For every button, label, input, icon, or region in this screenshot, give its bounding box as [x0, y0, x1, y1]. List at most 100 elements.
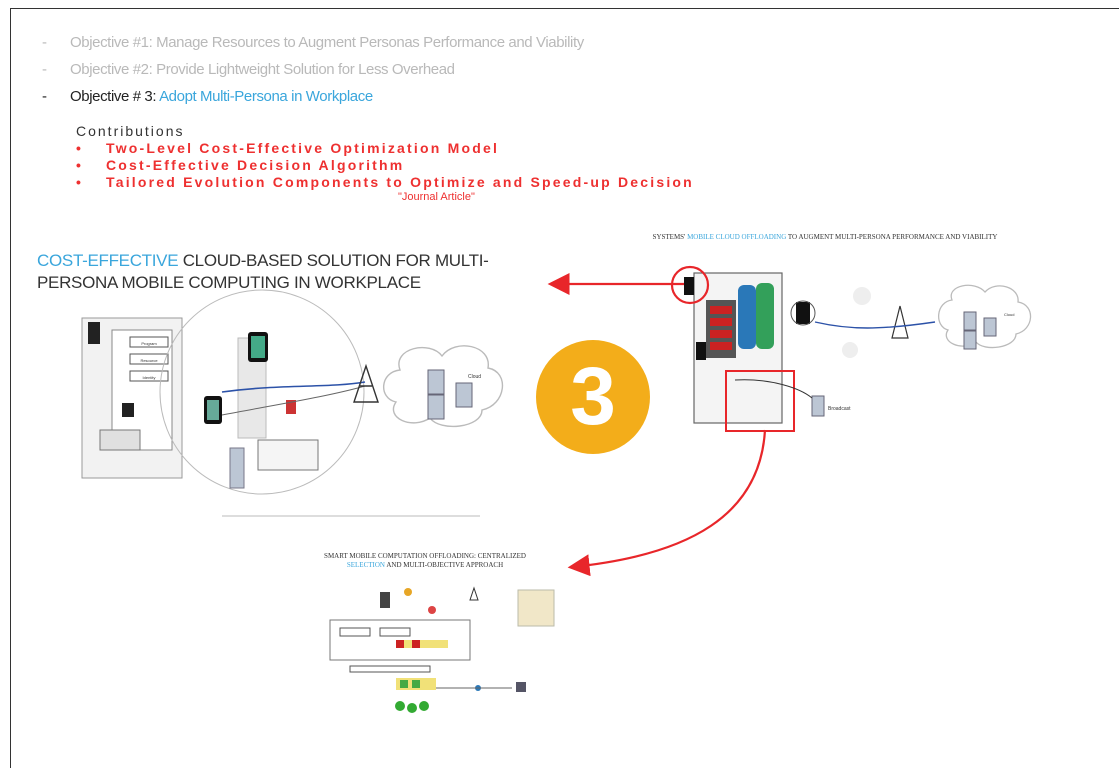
device-icon [516, 682, 526, 692]
resource-box [129, 353, 169, 365]
bottom-diagram-caption: SMART MOBILE COMPUTATION OFFLOADING: CEN… [285, 552, 565, 570]
caption-line-1: SMART MOBILE COMPUTATION OFFLOADING: CEN… [324, 552, 526, 560]
manager-box [257, 439, 319, 471]
left-diagram: Program Resource Identity Cloud [81, 289, 504, 517]
process-step [339, 627, 371, 637]
objective-2-prefix: Objective #2: [70, 61, 153, 78]
server-icon [963, 330, 977, 350]
process-step [379, 627, 411, 637]
contribution-text: Two-Level Cost-Effective Optimization Mo… [106, 140, 500, 156]
user-icon [428, 606, 436, 614]
highlight-box [725, 370, 795, 432]
contribution-text: Tailored Evolution Components to Optimiz… [106, 174, 694, 190]
app-icon [842, 342, 858, 358]
server-icon [963, 311, 977, 331]
node-icon [395, 701, 405, 711]
persona-circle [159, 289, 365, 495]
stack-item [710, 318, 732, 326]
broadcast-label: Broadcast [828, 406, 851, 412]
stack-item [710, 342, 732, 350]
program-label: Program [141, 341, 157, 346]
server-icon [811, 395, 825, 417]
bottom-diagram [329, 586, 555, 713]
node-icon [419, 701, 429, 711]
right-diagram-caption: SYSTEMS' MOBILE CLOUD OFFLOADING TO AUGM… [605, 233, 1045, 242]
persona-layer-blue [738, 285, 756, 349]
phone-ring [790, 300, 816, 326]
caption-post: AND MULTI-OBJECTIVE APPROACH [384, 561, 504, 569]
red-arrow-to-bottom-diagram [567, 429, 767, 577]
right-diagram: Broadcast Cloud [670, 265, 1032, 432]
offload-link [221, 385, 366, 416]
node-icon [407, 703, 417, 713]
os-box [99, 429, 141, 451]
phone-icon [684, 277, 694, 295]
contribution-item: •Tailored Evolution Components to Optimi… [76, 174, 694, 190]
queue-bar [396, 640, 448, 648]
identity-box [129, 370, 169, 382]
bullet-icon: - [42, 61, 47, 78]
offload-link [221, 381, 366, 393]
queue-item [412, 680, 420, 688]
persona-layer-green [756, 283, 774, 349]
objective-2-text: Provide Lightweight Solution for Less Ov… [156, 61, 455, 78]
server-icon [229, 447, 245, 489]
objective-3-prefix: Objective # 3: [70, 88, 157, 105]
device-icon [380, 592, 390, 608]
user-icon [404, 588, 412, 596]
stack-item [710, 306, 732, 314]
resource-label: Resource [140, 358, 158, 363]
objective-1-prefix: Objective #1: [70, 34, 153, 51]
server-box [517, 589, 555, 627]
bullet-icon: - [42, 88, 47, 105]
app-icon [853, 287, 871, 305]
server-icon [427, 394, 445, 420]
objective-3: - Objective # 3: Adopt Multi-Persona in W… [42, 88, 373, 105]
phone-icon [696, 342, 706, 360]
caption-post: TO AUGMENT MULTI-PERSONA PERFORMANCE AND… [786, 233, 998, 241]
antenna-icon [891, 305, 909, 339]
chip-icon [122, 403, 134, 417]
contribution-item: •Two-Level Cost-Effective Optimization M… [76, 140, 500, 156]
step-3-badge: 3 [536, 340, 650, 454]
caption-pre: SYSTEMS' [652, 233, 688, 241]
title-line-2: PERSONA MOBILE COMPUTING IN WORKPLACE [37, 273, 421, 292]
caption-highlight: SELECTION [346, 561, 385, 569]
server-icon [983, 317, 997, 337]
phone-icon [88, 322, 100, 344]
phone-screen [207, 400, 219, 420]
server-icon [427, 369, 445, 395]
identity-label: Identity [143, 375, 156, 380]
stack-item [710, 330, 732, 338]
cloud-label: Cloud [1004, 312, 1014, 317]
antenna-icon [469, 586, 479, 601]
caption-highlight: MOBILE CLOUD OFFLOADING [687, 233, 787, 241]
process-box [329, 619, 471, 661]
server-icon [455, 382, 473, 408]
contribution-text: Cost-Effective Decision Algorithm [106, 157, 405, 173]
title-highlight: COST-EFFECTIVE [37, 251, 179, 270]
objective-2: - Objective #2: Provide Lightweight Solut… [42, 61, 455, 78]
phone-icon [796, 302, 810, 324]
contribution-item: •Cost-Effective Decision Algorithm [76, 157, 405, 173]
queue-item [396, 640, 404, 648]
cloud-icon [938, 284, 1032, 349]
cloud-label: Cloud [468, 374, 481, 380]
persona-marker [286, 400, 296, 414]
phone-screen [251, 336, 265, 358]
title-line-1: CLOUD-BASED SOLUTION FOR MULTI- [178, 251, 489, 270]
highlight-circle [670, 265, 710, 305]
offload-link [814, 321, 936, 329]
queue-item [412, 640, 420, 648]
contributions-title: Contributions [76, 123, 185, 139]
objective-1: - Objective #1: Manage Resources to Augme… [42, 34, 584, 51]
program-box [129, 336, 169, 348]
link-line [734, 379, 813, 399]
journal-note: "Journal Article" [398, 191, 475, 203]
bullet-icon: - [42, 34, 47, 51]
objective-1-text: Manage Resources to Augment Personas Per… [156, 34, 584, 51]
process-step [349, 665, 431, 673]
objective-3-text: Adopt Multi-Persona in Workplace [159, 88, 373, 105]
queue-item [400, 680, 408, 688]
